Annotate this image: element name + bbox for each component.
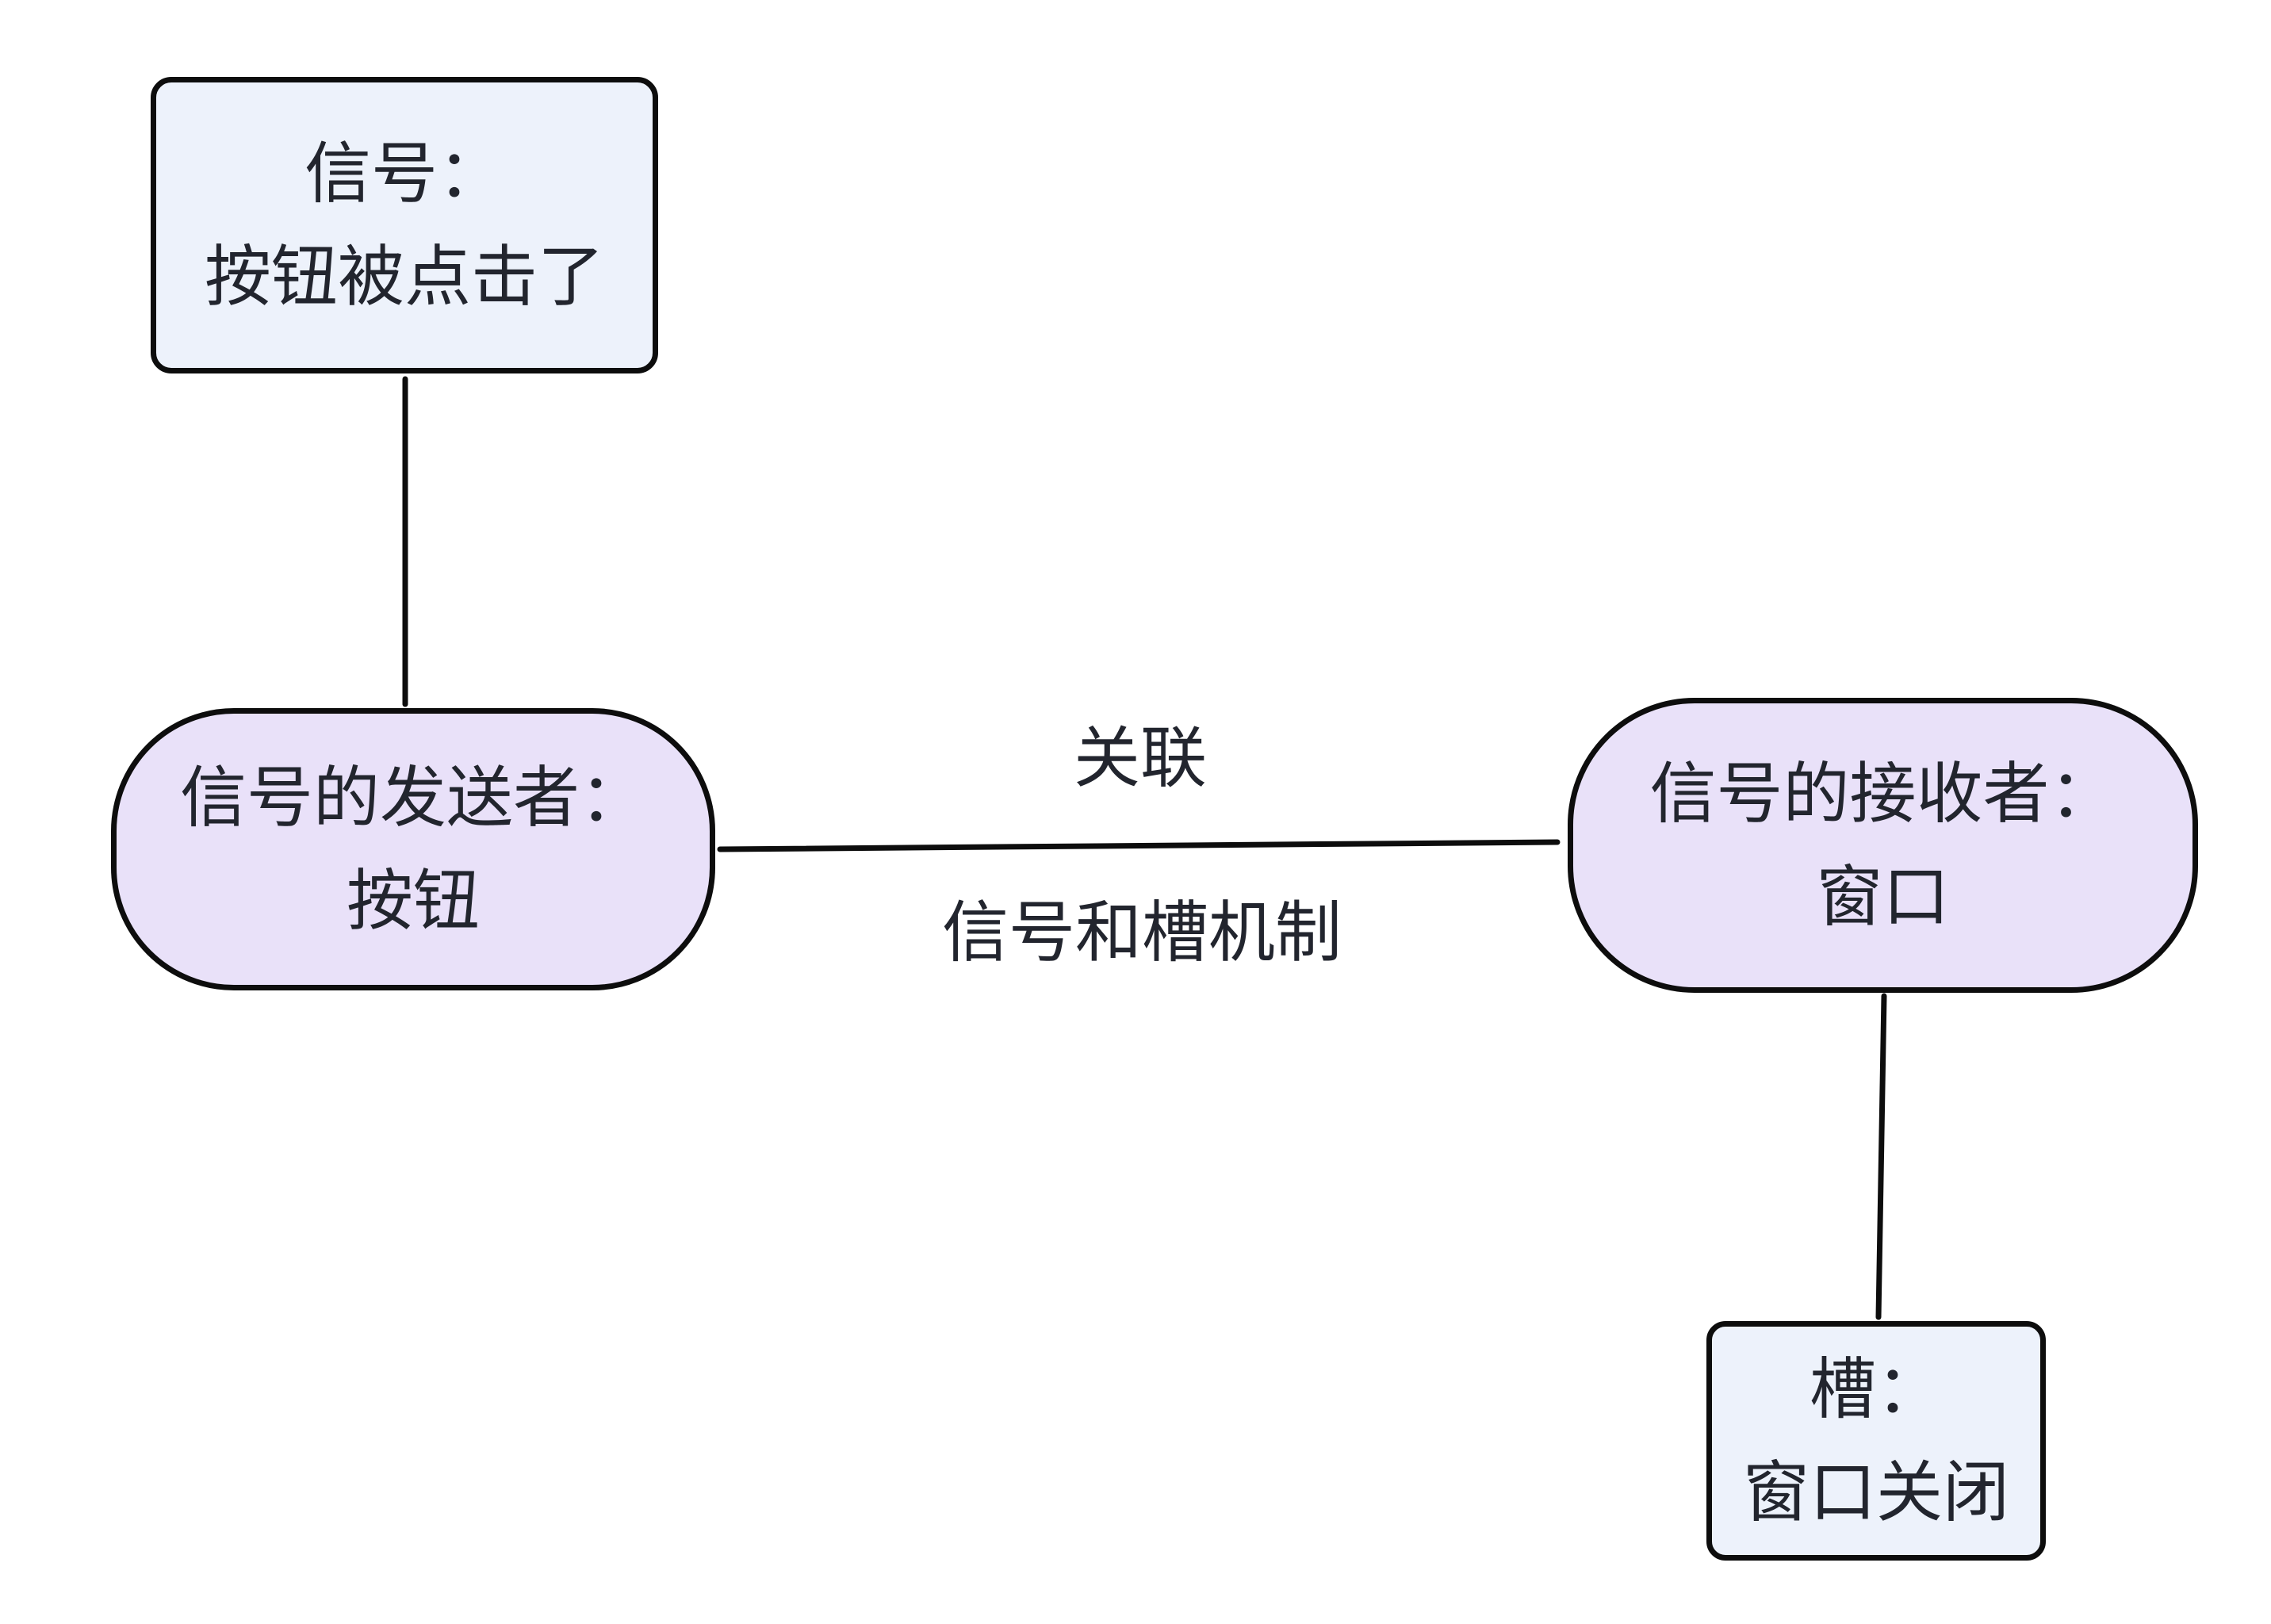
node-signal-receiver-line2: 窗口 xyxy=(1816,860,1950,934)
node-signal-event: 信号： 按钮被点击了 xyxy=(151,77,658,373)
node-signal-event-line1: 信号： xyxy=(304,136,504,211)
node-signal-sender-line1: 信号的发送者： xyxy=(179,760,646,835)
node-slot-line2: 窗口关闭 xyxy=(1742,1455,2009,1530)
node-signal-sender-line2: 按钮 xyxy=(346,864,480,938)
node-signal-receiver-line1: 信号的接收者： xyxy=(1649,756,2116,831)
edge-sender-to-receiver xyxy=(717,839,1561,852)
node-signal-event-line2: 按钮被点击了 xyxy=(204,239,604,314)
node-slot: 槽： 窗口关闭 xyxy=(1706,1321,2046,1561)
edge-receiver-to-slot xyxy=(1875,993,1887,1320)
edge-label-mechanism: 信号和槽机制 xyxy=(941,895,1342,970)
node-slot-line1: 槽： xyxy=(1809,1352,1943,1427)
node-signal-receiver: 信号的接收者： 窗口 xyxy=(1568,698,2198,993)
node-signal-sender: 信号的发送者： 按钮 xyxy=(111,708,715,990)
edge-label-association: 关联 xyxy=(1073,721,1208,795)
